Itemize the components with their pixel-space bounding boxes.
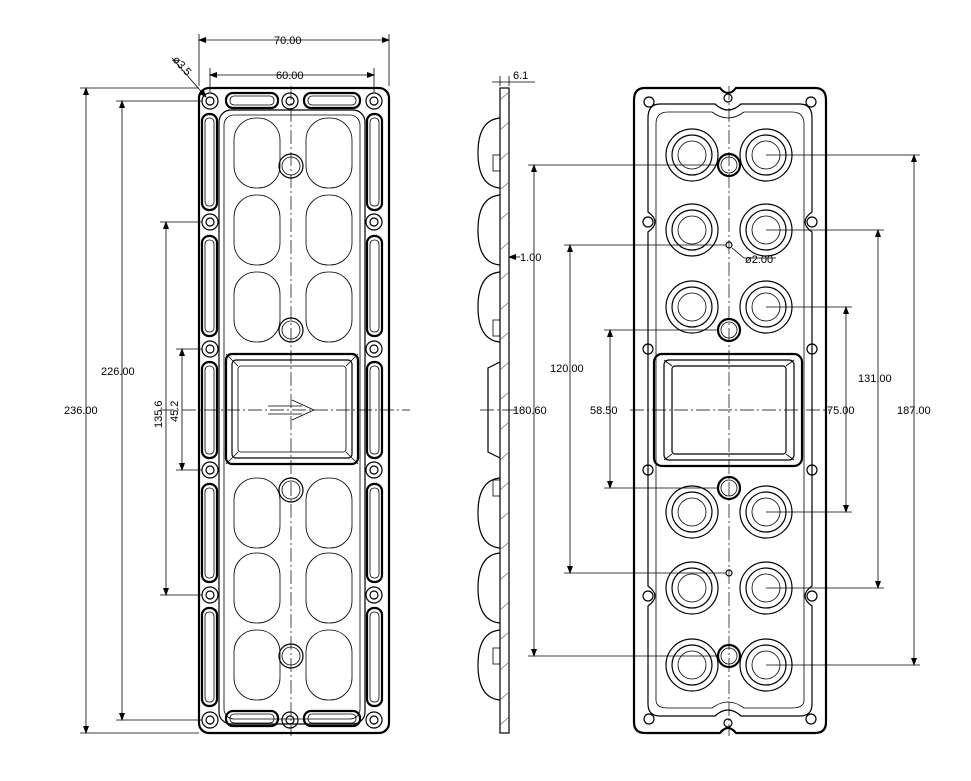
dim-wall: 1.00 <box>520 252 541 264</box>
lens <box>233 117 281 189</box>
side-view: 6.1 1.00 180.60 <box>477 70 547 734</box>
dim-spacing-45: 45.2 <box>169 401 181 422</box>
lens <box>305 117 353 189</box>
mounting-hole <box>201 711 219 729</box>
lens <box>305 194 353 266</box>
lens <box>305 477 353 549</box>
side-lens-domes <box>477 117 501 701</box>
mounting-hole <box>201 586 219 604</box>
dim-overall-length: 236.00 <box>64 405 98 417</box>
lens <box>233 629 281 701</box>
lens <box>233 271 281 343</box>
dim-75: 75.00 <box>827 405 855 417</box>
lens <box>233 552 281 624</box>
led-pocket <box>665 128 719 182</box>
led-pocket <box>665 485 719 539</box>
front-plate-outline <box>197 86 391 735</box>
mounting-holes <box>201 92 383 729</box>
lens <box>233 194 281 266</box>
back-plate-outline <box>632 86 828 735</box>
led-pocket <box>665 561 719 615</box>
back-view: ø2.00 120.00 58.50 75.00 131.00 187.00 <box>528 86 931 736</box>
led-pocket <box>665 203 719 257</box>
mounting-hole <box>365 586 383 604</box>
dim-pin-diameter: ø2.00 <box>745 254 773 266</box>
slots <box>200 91 384 728</box>
mounting-hole <box>365 711 383 729</box>
center-window <box>224 352 360 466</box>
lens-array-bottom <box>233 477 353 701</box>
dim-side-length: 180.60 <box>513 405 547 417</box>
dim-spacing-135: 135.6 <box>153 400 165 428</box>
lens <box>305 552 353 624</box>
dim-hole-diameter: ø3.5 <box>170 54 194 78</box>
lens-array-top <box>233 117 353 343</box>
lens <box>305 271 353 343</box>
mounting-hole <box>365 213 383 231</box>
led-pocket <box>665 638 719 692</box>
mounting-hole <box>365 340 383 358</box>
front-view: 70.00 60.00 ø3.5 236.00 226.00 135.6 45.… <box>64 34 410 736</box>
dim-58: 58.50 <box>590 405 618 417</box>
mounting-hole <box>281 92 299 110</box>
dim-hole-spacing-length: 226.00 <box>101 366 135 378</box>
side-plate <box>499 87 510 734</box>
dim-inner-width: 60.00 <box>276 70 304 82</box>
lens <box>233 477 281 549</box>
mounting-hole <box>281 711 299 729</box>
lens <box>305 629 353 701</box>
mounting-hole <box>201 213 219 231</box>
led-pockets <box>665 128 793 692</box>
mounting-hole <box>365 92 383 110</box>
dim-131: 131.00 <box>858 373 892 385</box>
led-pocket <box>665 280 719 334</box>
back-corner-holes <box>642 93 818 728</box>
front-lens-area <box>218 109 366 725</box>
dim-120: 120.00 <box>550 363 584 375</box>
mounting-hole <box>201 340 219 358</box>
dim-187: 187.00 <box>897 405 931 417</box>
dim-overall-width: 70.00 <box>274 35 302 47</box>
dim-thickness: 6.1 <box>513 70 528 82</box>
mounting-hole <box>201 461 219 479</box>
mounting-hole <box>365 461 383 479</box>
